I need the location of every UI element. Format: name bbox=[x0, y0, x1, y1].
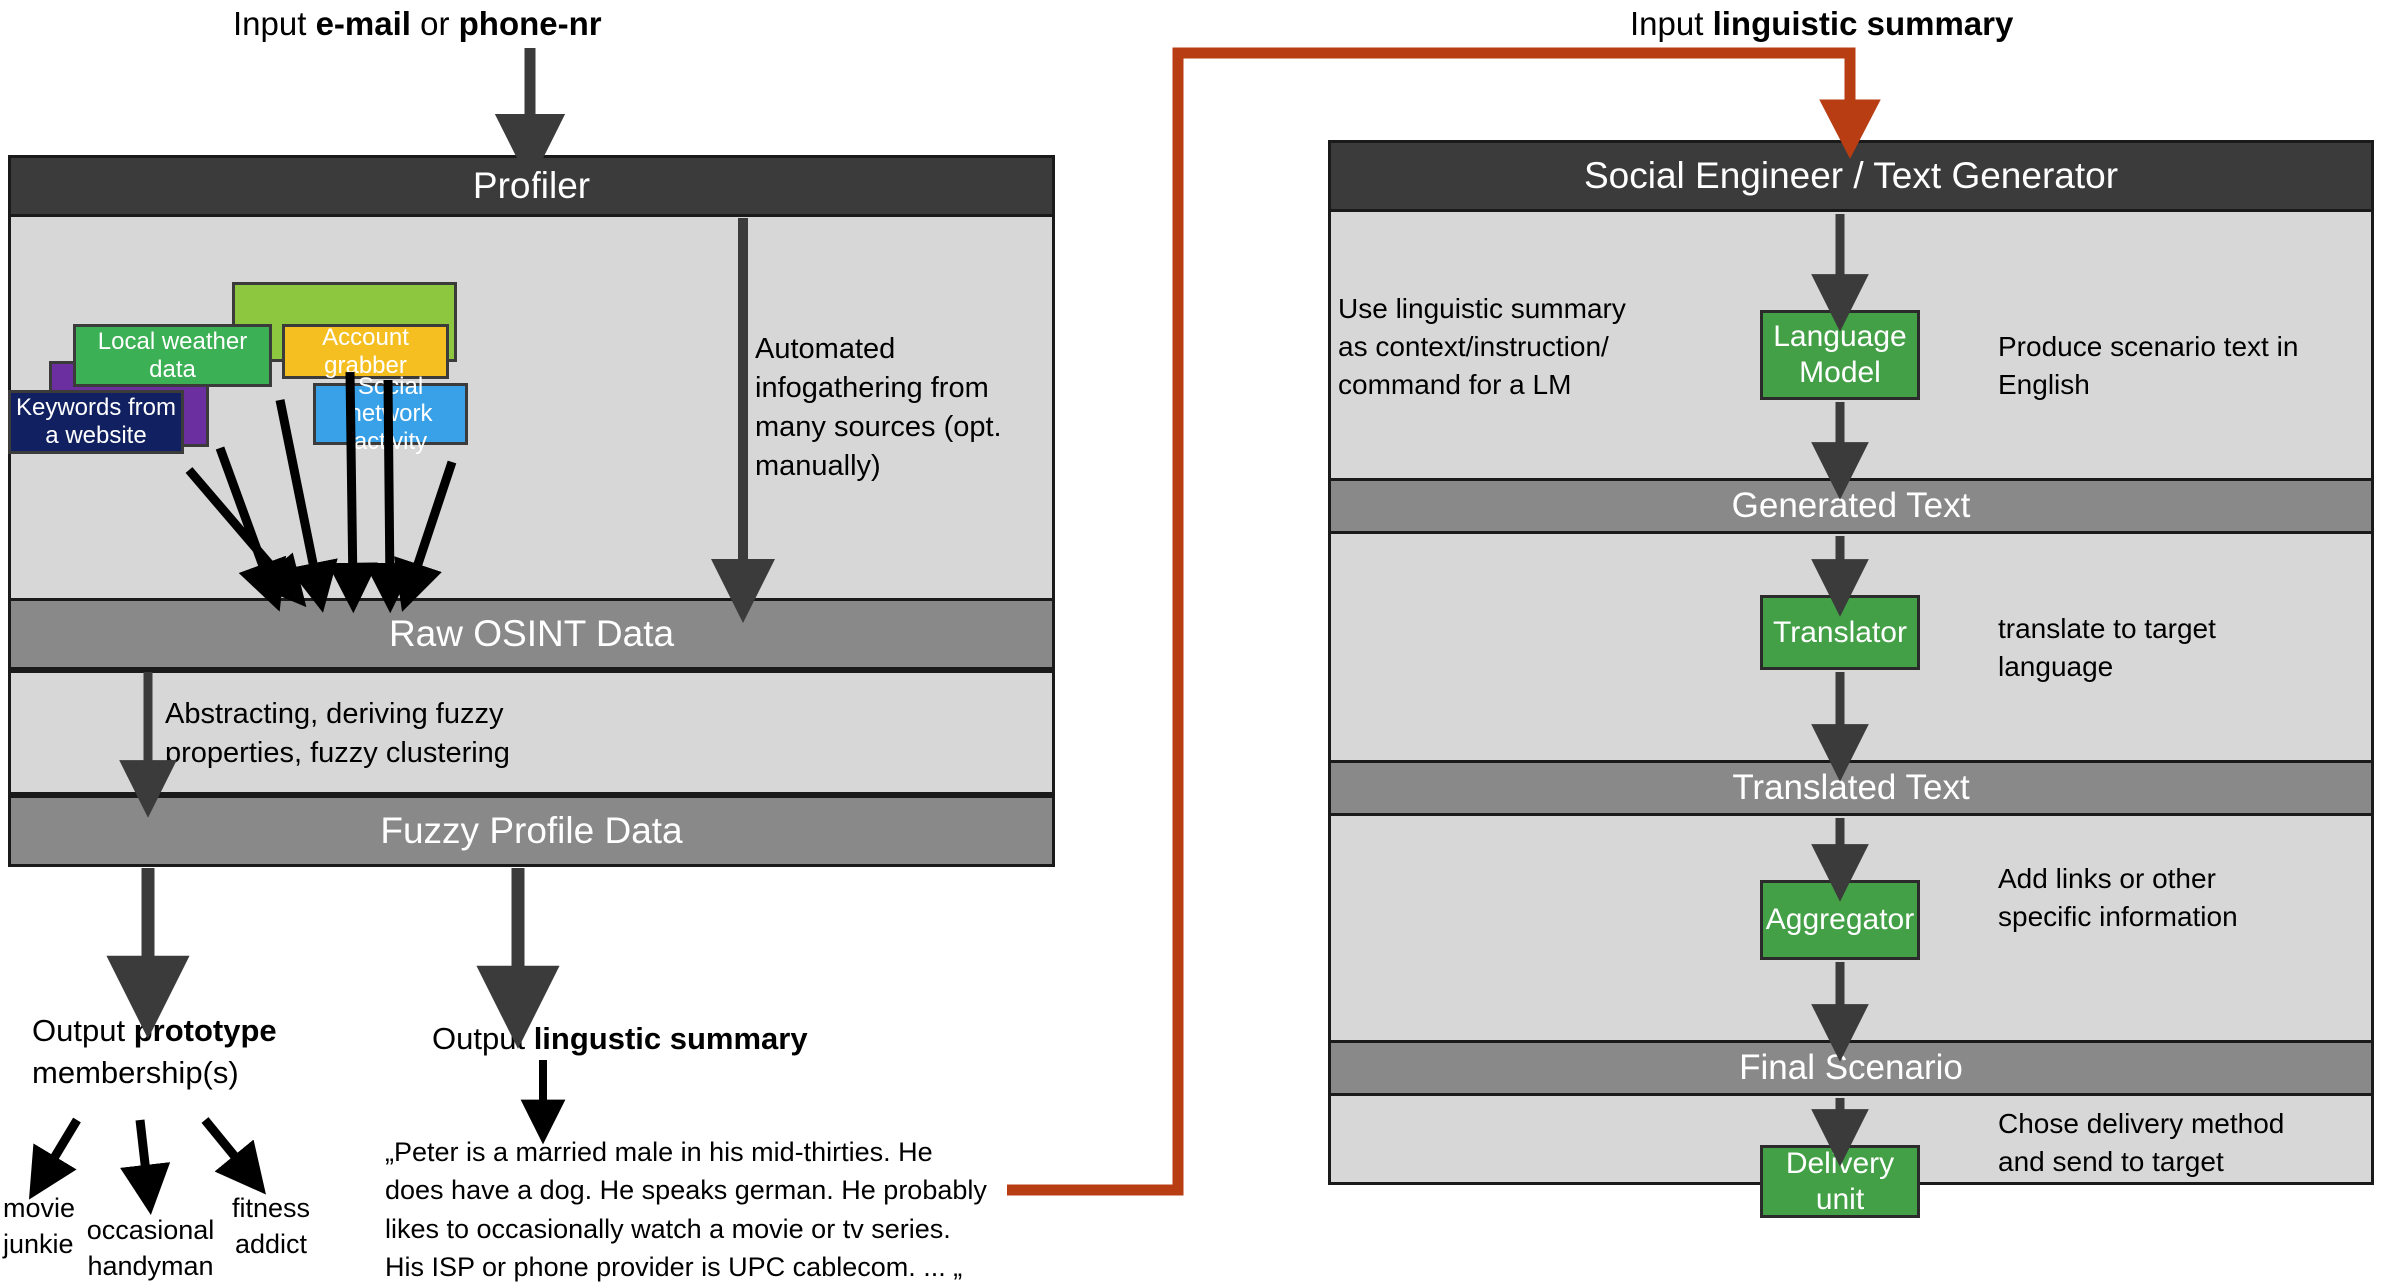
output-linguistic-summary-label: Output lingustic summary bbox=[432, 1018, 872, 1060]
local-weather-data[interactable]: Local weather data bbox=[73, 324, 272, 387]
right-input-label: Input linguistic summary bbox=[1630, 2, 2150, 47]
language-model-label: Language Model bbox=[1773, 320, 1907, 389]
left-input-label: Input e-mail or phone-nr bbox=[233, 2, 793, 47]
output-prototype-label: Output prototype membership(s) bbox=[32, 1010, 292, 1094]
generated-text-label: Generated Text bbox=[1731, 486, 1971, 525]
social-network-activity[interactable]: Social network activity bbox=[313, 373, 468, 455]
output-summary-bold: lingustic summary bbox=[533, 1021, 808, 1056]
prototype-occasional-handyman: occasional handyman bbox=[86, 1215, 215, 1282]
raw-osint-data-row: Raw OSINT Data bbox=[8, 598, 1055, 670]
fuzzy-profile-data-label: Fuzzy Profile Data bbox=[380, 810, 683, 851]
social-network-activity-label: Social network activity bbox=[348, 372, 433, 455]
arrow-prototype-fitness bbox=[201, 1117, 266, 1195]
account-grabber[interactable]: Account grabber bbox=[282, 324, 449, 379]
prototype-movie-junkie: movie junkie bbox=[3, 1193, 76, 1260]
arrow-prototype-handyman bbox=[120, 1119, 171, 1216]
stage-3-right-note: Add links or other specific information bbox=[1998, 863, 2238, 932]
output-prototype-line2: membership(s) bbox=[32, 1054, 239, 1090]
output-summary-plain: Output bbox=[432, 1021, 534, 1056]
prototype-fitness-addict: fitness addict bbox=[231, 1193, 311, 1260]
aggregator-label: Aggregator bbox=[1765, 903, 1915, 936]
delivery-unit-label: Delivery unit bbox=[1785, 1146, 1895, 1216]
generated-text-row: Generated Text bbox=[1328, 478, 2374, 534]
stage-1-right-note: Produce scenario text in English bbox=[1998, 331, 2299, 400]
stage-4-right-note: Chose delivery method and send to target bbox=[1998, 1108, 2285, 1177]
stage-1-left-note: Use linguistic summary as context/instru… bbox=[1338, 293, 1626, 400]
keywords-from-website[interactable]: Keywords from a website bbox=[8, 390, 184, 454]
final-scenario-label: Final Scenario bbox=[1739, 1048, 1963, 1087]
translated-text-label: Translated Text bbox=[1732, 768, 1970, 807]
local-weather-data-label: Local weather data bbox=[97, 327, 248, 383]
social-engineer-header-label: Social Engineer / Text Generator bbox=[1583, 155, 2119, 196]
fuzzy-profile-data-row: Fuzzy Profile Data bbox=[8, 795, 1055, 867]
profiler-header: Profiler bbox=[8, 155, 1055, 217]
account-grabber-label: Account grabber bbox=[322, 323, 409, 379]
profiler-header-label: Profiler bbox=[472, 165, 591, 206]
raw-osint-data-label: Raw OSINT Data bbox=[388, 613, 675, 654]
left-input-plain-1: Input bbox=[233, 5, 316, 42]
left-input-plain-2: or bbox=[410, 5, 459, 42]
left-input-bold-email: e-mail bbox=[315, 5, 411, 42]
translator-box[interactable]: Translator bbox=[1760, 595, 1920, 670]
left-input-bold-phone: phone-nr bbox=[458, 5, 602, 42]
automated-infogathering-note: Automated infogathering from many source… bbox=[755, 333, 1002, 483]
translator-label: Translator bbox=[1773, 615, 1907, 649]
abstracting-row bbox=[8, 670, 1055, 795]
language-model-box[interactable]: Language Model bbox=[1760, 310, 1920, 400]
final-scenario-row: Final Scenario bbox=[1328, 1040, 2374, 1096]
keywords-from-website-label: Keywords from a website bbox=[15, 394, 177, 449]
translated-text-row: Translated Text bbox=[1328, 760, 2374, 816]
social-engineer-header: Social Engineer / Text Generator bbox=[1328, 140, 2374, 212]
delivery-unit-box[interactable]: Delivery unit bbox=[1760, 1145, 1920, 1218]
linguistic-summary-text: „Peter is a married male in his mid-thir… bbox=[385, 1137, 987, 1282]
right-input-plain: Input bbox=[1630, 5, 1713, 42]
stage-2-right-note: translate to target language bbox=[1998, 613, 2216, 682]
arrow-prototype-movie bbox=[28, 1117, 81, 1200]
right-input-bold: linguistic summary bbox=[1712, 5, 2014, 42]
output-prototype-plain: Output bbox=[32, 1013, 134, 1048]
abstracting-note: Abstracting, deriving fuzzy properties, … bbox=[165, 698, 510, 770]
aggregator-box[interactable]: Aggregator bbox=[1760, 880, 1920, 960]
output-prototype-bold: prototype bbox=[133, 1013, 277, 1048]
